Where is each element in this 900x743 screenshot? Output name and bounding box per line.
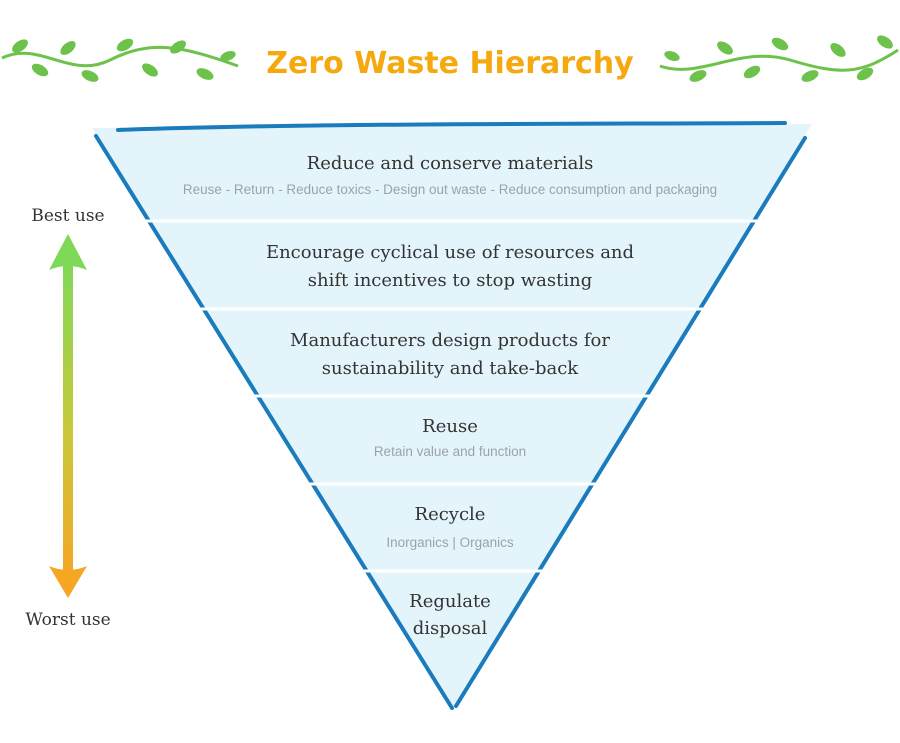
vine-left-icon — [1, 38, 239, 82]
level-subtitle: Retain value and function — [374, 444, 526, 459]
level-design: Manufacturers design products for sustai… — [290, 330, 610, 379]
level-reduce: Reduce and conserve materials Reuse - Re… — [183, 153, 717, 197]
vine-right-icon — [659, 35, 899, 82]
level-title-line-2: disposal — [413, 618, 488, 639]
level-reuse: Reuse Retain value and function — [374, 416, 526, 459]
best-use-label: Best use — [31, 206, 104, 226]
level-title-line-1: Regulate — [409, 591, 491, 612]
level-subtitle: Inorganics | Organics — [386, 535, 514, 550]
level-title: Reuse — [422, 416, 478, 437]
double-arrow-icon — [49, 234, 87, 598]
level-dividers — [140, 219, 764, 573]
level-title: Recycle — [415, 504, 486, 525]
level-cyclical-use: Encourage cyclical use of resources and … — [266, 242, 634, 291]
level-recycle: Recycle Inorganics | Organics — [386, 504, 514, 550]
level-subtitle: Reuse - Return - Reduce toxics - Design … — [183, 182, 717, 197]
level-title-line-2: shift incentives to stop wasting — [308, 270, 592, 291]
level-title-line-1: Manufacturers design products for — [290, 330, 610, 351]
triangle-right-edge — [454, 136, 807, 708]
level-title-line-1: Encourage cyclical use of resources and — [266, 242, 634, 263]
worst-use-label: Worst use — [25, 610, 110, 630]
level-title: Reduce and conserve materials — [307, 153, 594, 174]
triangle-top-edge — [116, 121, 787, 132]
hierarchy-triangle — [92, 124, 812, 710]
diagram-title: Zero Waste Hierarchy — [266, 46, 634, 81]
triangle-left-edge — [94, 134, 454, 710]
level-disposal: Regulate disposal — [409, 591, 491, 639]
level-title-line-2: sustainability and take-back — [322, 358, 580, 379]
